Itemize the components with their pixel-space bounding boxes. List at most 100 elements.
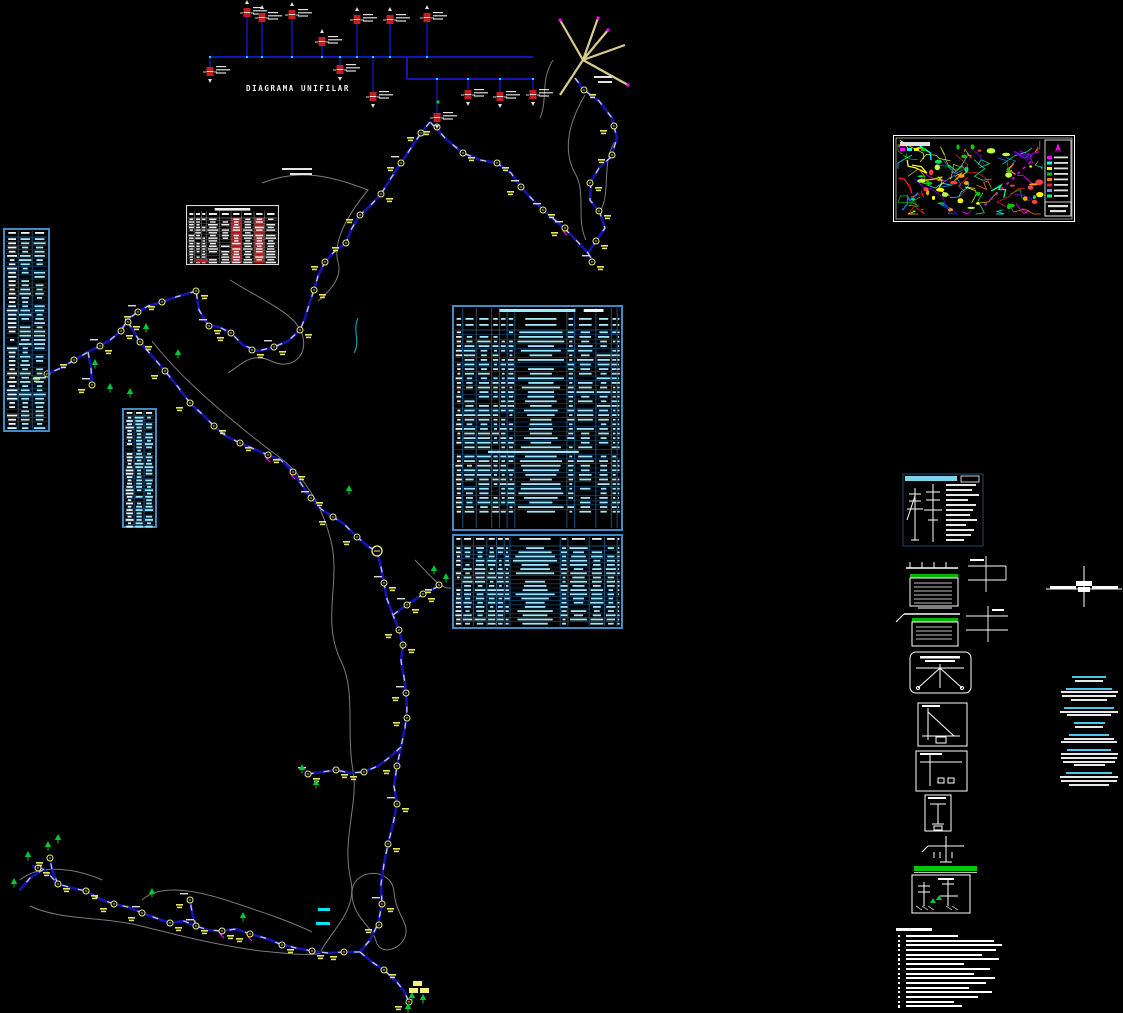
text-label (282, 168, 312, 170)
structure-node (148, 298, 166, 311)
north-arrow-icon (1055, 143, 1061, 152)
structure-node (128, 906, 146, 922)
cyan-label (318, 908, 330, 911)
mv-line-dash (87, 351, 93, 386)
transformer-unit[interactable] (420, 5, 447, 58)
structure-node (100, 900, 118, 913)
transformer-unit[interactable] (255, 5, 282, 58)
crossarm-detail-b[interactable] (895, 607, 960, 647)
structure-node (36, 854, 54, 867)
green-symbol (126, 388, 134, 398)
transformer-unit[interactable] (203, 56, 230, 83)
conductor-schedule-table[interactable] (3, 228, 50, 432)
mv-line (359, 550, 409, 953)
structure-node (332, 239, 350, 252)
structure-node (330, 948, 348, 961)
green-symbol (10, 878, 18, 888)
green-symbol (148, 888, 156, 898)
structure-node (301, 491, 323, 507)
load-table[interactable] (186, 205, 279, 265)
green-symbol (24, 851, 32, 861)
green-symbol (91, 359, 99, 369)
green-symbol (442, 573, 450, 583)
structure-node (419, 590, 435, 603)
unifilar-title: DIAGRAMA UNIFILAR (246, 84, 350, 93)
structure-node (236, 439, 252, 452)
transformer-unit[interactable] (240, 0, 267, 58)
structure-node (380, 966, 396, 979)
text-label (598, 81, 612, 83)
transformer-unit[interactable] (461, 78, 488, 106)
cyan-label (316, 922, 330, 925)
structure-node (551, 221, 569, 237)
structure-node (598, 151, 616, 164)
transformer-unit[interactable] (493, 78, 520, 108)
structure-node (192, 287, 208, 300)
structure-node (493, 159, 509, 172)
dimension-detail-b[interactable] (966, 606, 1008, 642)
guy-wire-detail-box[interactable] (909, 651, 972, 694)
brace-detail-box[interactable] (917, 702, 968, 747)
pole-top-detail-box[interactable] (924, 794, 952, 832)
mv-line (392, 583, 442, 617)
transformer-unit[interactable] (315, 29, 342, 58)
structure-node (78, 378, 96, 394)
pole-top-line-detail[interactable] (921, 836, 964, 863)
pole-detail-panel[interactable] (902, 473, 984, 547)
dimension-detail-a[interactable] (968, 556, 1007, 592)
structure-node (387, 797, 409, 813)
structure-node (393, 714, 411, 727)
structure-node (533, 203, 555, 219)
text-label (594, 76, 612, 78)
bus-lines[interactable] (210, 56, 533, 80)
structure-node (459, 149, 475, 162)
source-feeders[interactable] (558, 16, 630, 96)
structure-schedule-table[interactable] (122, 408, 157, 528)
transformer-unit[interactable] (333, 56, 360, 81)
structure-node (374, 576, 396, 592)
ground-symbol (936, 895, 942, 900)
mv-line-dash (307, 746, 402, 775)
green-symbol (430, 565, 438, 575)
green-symbol (345, 485, 353, 495)
ground-symbol (930, 898, 936, 903)
green-symbol (298, 764, 306, 774)
mv-line-dash (19, 868, 45, 891)
transformer-unit[interactable] (285, 2, 312, 58)
transformer-unit[interactable] (430, 78, 457, 129)
crossarm-detail-a[interactable] (906, 562, 959, 607)
green-divider-bar (914, 866, 977, 871)
structure-node (365, 921, 383, 934)
structure-node (124, 305, 142, 321)
transformer-unit[interactable] (383, 7, 410, 58)
structure-node (210, 422, 226, 435)
transformer-unit[interactable] (526, 78, 553, 106)
sectioning-node[interactable] (371, 545, 383, 557)
grounding-detail-box[interactable] (911, 874, 971, 914)
transformer-unit[interactable] (350, 7, 377, 58)
structure-node (399, 641, 415, 654)
anchor-detail-box[interactable] (915, 750, 968, 792)
location-map[interactable] (893, 135, 1075, 222)
structure-node (311, 258, 329, 271)
detail-title-bar (905, 476, 957, 481)
transformer-unit[interactable] (366, 56, 393, 108)
structure-node (600, 122, 618, 135)
structure-node (397, 598, 419, 614)
structure-node (586, 179, 602, 192)
structure-node (176, 399, 194, 412)
map-content (897, 139, 1044, 215)
structure-node (176, 893, 194, 909)
main-data-table[interactable] (452, 305, 623, 531)
plan-view-symbol[interactable] (1046, 566, 1122, 607)
green-symbol (54, 834, 62, 844)
structure-nodes[interactable] (33, 86, 618, 1011)
structure-node (236, 930, 254, 943)
summary-data-table[interactable] (452, 534, 623, 629)
structure-node (595, 207, 611, 220)
green-symbol (142, 323, 150, 333)
